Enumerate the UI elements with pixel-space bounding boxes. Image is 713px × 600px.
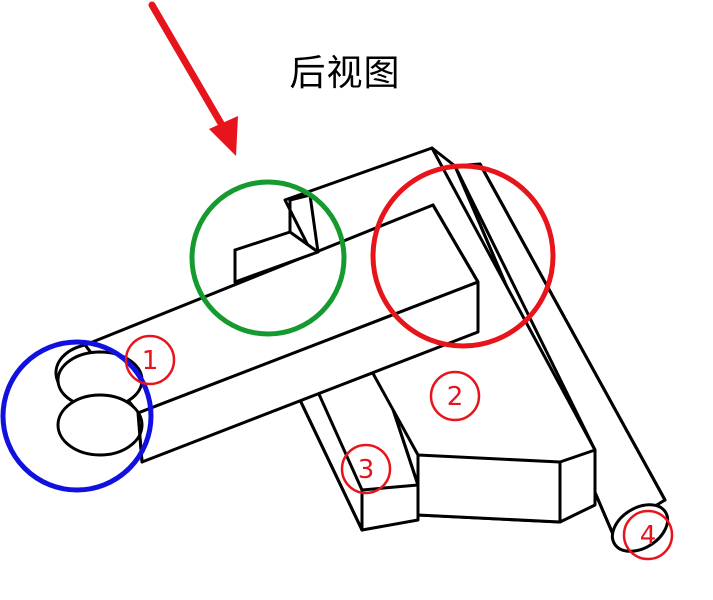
svg-text:2: 2 (447, 382, 464, 412)
part-1-arm (54, 193, 480, 464)
view-direction-arrow (148, 1, 238, 156)
highlight-circle-red (370, 163, 556, 349)
svg-text:1: 1 (142, 346, 159, 376)
label-part-1: 1 (124, 334, 176, 386)
svg-text:3: 3 (358, 455, 375, 485)
label-part-2: 2 (429, 370, 481, 422)
highlight-circle-blue (0, 339, 154, 493)
label-part-4: 4 (622, 509, 674, 561)
highlight-circle-green (189, 179, 347, 337)
view-title: 后视图 (289, 53, 401, 94)
svg-text:4: 4 (640, 521, 657, 551)
label-part-3: 3 (340, 443, 392, 495)
